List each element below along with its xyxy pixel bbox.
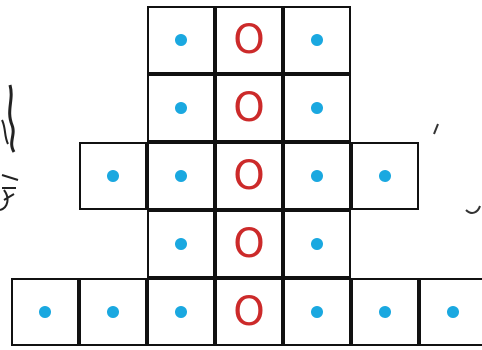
- grid-cell: [147, 210, 215, 278]
- grid-cell: [11, 278, 79, 346]
- cell-letter: O: [233, 224, 264, 264]
- grid-cell: [147, 6, 215, 74]
- blue-dot-icon: [175, 306, 187, 318]
- blue-dot-icon: [311, 306, 323, 318]
- grid-cell: O: [215, 210, 283, 278]
- blue-dot-icon: [379, 306, 391, 318]
- grid-cell: [351, 278, 419, 346]
- grid-cell: [283, 210, 351, 278]
- blue-dot-icon: [311, 34, 323, 46]
- blue-dot-icon: [107, 170, 119, 182]
- blue-dot-icon: [39, 306, 51, 318]
- blue-dot-icon: [311, 170, 323, 182]
- blue-dot-icon: [447, 306, 459, 318]
- cell-letter: O: [233, 292, 264, 332]
- grid-cell: O: [215, 74, 283, 142]
- grid-cell: O: [215, 142, 283, 210]
- grid-cell: O: [215, 278, 283, 346]
- blue-dot-icon: [107, 306, 119, 318]
- grid-cell: [419, 278, 482, 346]
- blue-dot-icon: [311, 238, 323, 250]
- grid-cell: O: [215, 6, 283, 74]
- cell-letter: O: [233, 20, 264, 60]
- blue-dot-icon: [175, 238, 187, 250]
- hand-stroke-icon: [432, 120, 482, 230]
- grid-cell: [283, 74, 351, 142]
- grid-cell: [79, 278, 147, 346]
- cell-letter: O: [233, 156, 264, 196]
- grid-cell: [283, 6, 351, 74]
- blue-dot-icon: [379, 170, 391, 182]
- cell-letter: O: [233, 88, 264, 128]
- grid-cell: [79, 142, 147, 210]
- grid-cell: [283, 142, 351, 210]
- grid-cell: [147, 142, 215, 210]
- grid-cell: [147, 74, 215, 142]
- cat-sketch-icon: [0, 80, 30, 280]
- grid-cell: [147, 278, 215, 346]
- blue-dot-icon: [175, 170, 187, 182]
- grid-cell: [283, 278, 351, 346]
- blue-dot-icon: [311, 102, 323, 114]
- blue-dot-icon: [175, 34, 187, 46]
- blue-dot-icon: [175, 102, 187, 114]
- grid-cell: [351, 142, 419, 210]
